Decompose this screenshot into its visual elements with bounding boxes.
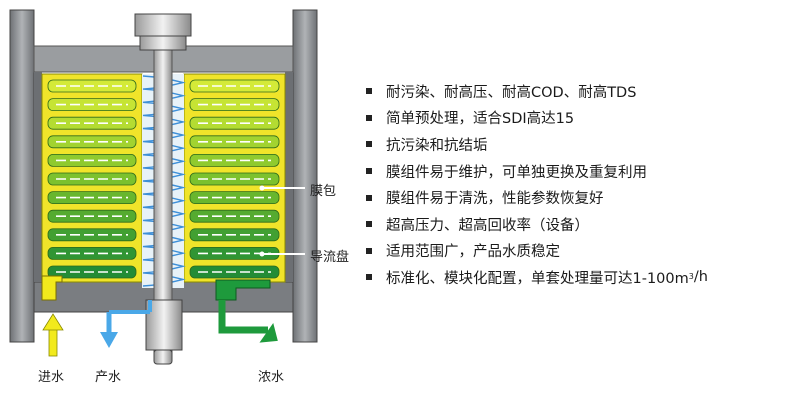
feature-text: 膜组件易于清洗，性能参数恢复好 <box>386 191 604 208</box>
bullet-icon <box>366 141 372 148</box>
bullet-icon <box>366 247 372 254</box>
feature-item: 抗污染和抗结垢 <box>366 131 708 158</box>
label-flow-disc: 导流盘 <box>310 250 350 265</box>
membrane-stack-left <box>41 73 143 283</box>
center-tie-rod <box>134 13 192 365</box>
label-inlet: 进水 <box>38 370 65 385</box>
membrane-stack-right <box>183 73 286 283</box>
label-membrane-pack: 膜包 <box>310 184 337 199</box>
product-water-arrow <box>100 300 152 348</box>
feature-item: 超高压力、超高回收率（设备） <box>366 211 708 238</box>
bullet-icon <box>366 194 372 201</box>
feature-list: 耐污染、耐高压、耐高COD、耐高TDS 简单预处理，适合SDI高达15 抗污染和… <box>366 78 708 291</box>
feature-item: 简单预处理，适合SDI高达15 <box>366 105 708 132</box>
bullet-icon <box>366 274 372 281</box>
bullet-icon <box>366 88 372 95</box>
callout-lines <box>259 185 305 257</box>
inlet-arrow <box>42 313 64 357</box>
bullet-icon <box>366 168 372 175</box>
feature-item: 适用范围广，产品水质稳定 <box>366 238 708 265</box>
concentrate-arrow <box>218 300 278 343</box>
label-concentrate: 浓水 <box>258 370 285 385</box>
feature-text: 耐污染、耐高压、耐高COD、耐高TDS <box>386 84 637 101</box>
feature-text: 膜组件易于维护，可单独更换及重复利用 <box>386 164 647 181</box>
bottom-flow-ports <box>41 275 271 301</box>
bullet-icon <box>366 221 372 228</box>
feature-item: 膜组件易于维护，可单独更换及重复利用 <box>366 158 708 185</box>
feature-text: 超高压力、超高回收率（设备） <box>386 217 589 234</box>
label-product-water: 产水 <box>95 370 122 385</box>
feature-text-suffix: /h <box>693 269 708 286</box>
feature-item: 膜组件易于清洗，性能参数恢复好 <box>366 184 708 211</box>
feature-text: 简单预处理，适合SDI高达15 <box>386 111 575 128</box>
dtro-module-cross-section-diagram <box>9 9 318 365</box>
feature-text: 标准化、模块化配置，单套处理量可达1-100m <box>386 270 689 287</box>
feature-text: 抗污染和抗结垢 <box>386 137 488 154</box>
feature-item: 耐污染、耐高压、耐高COD、耐高TDS <box>366 78 708 105</box>
bullet-icon <box>366 114 372 121</box>
feature-text: 适用范围广，产品水质稳定 <box>386 244 560 261</box>
